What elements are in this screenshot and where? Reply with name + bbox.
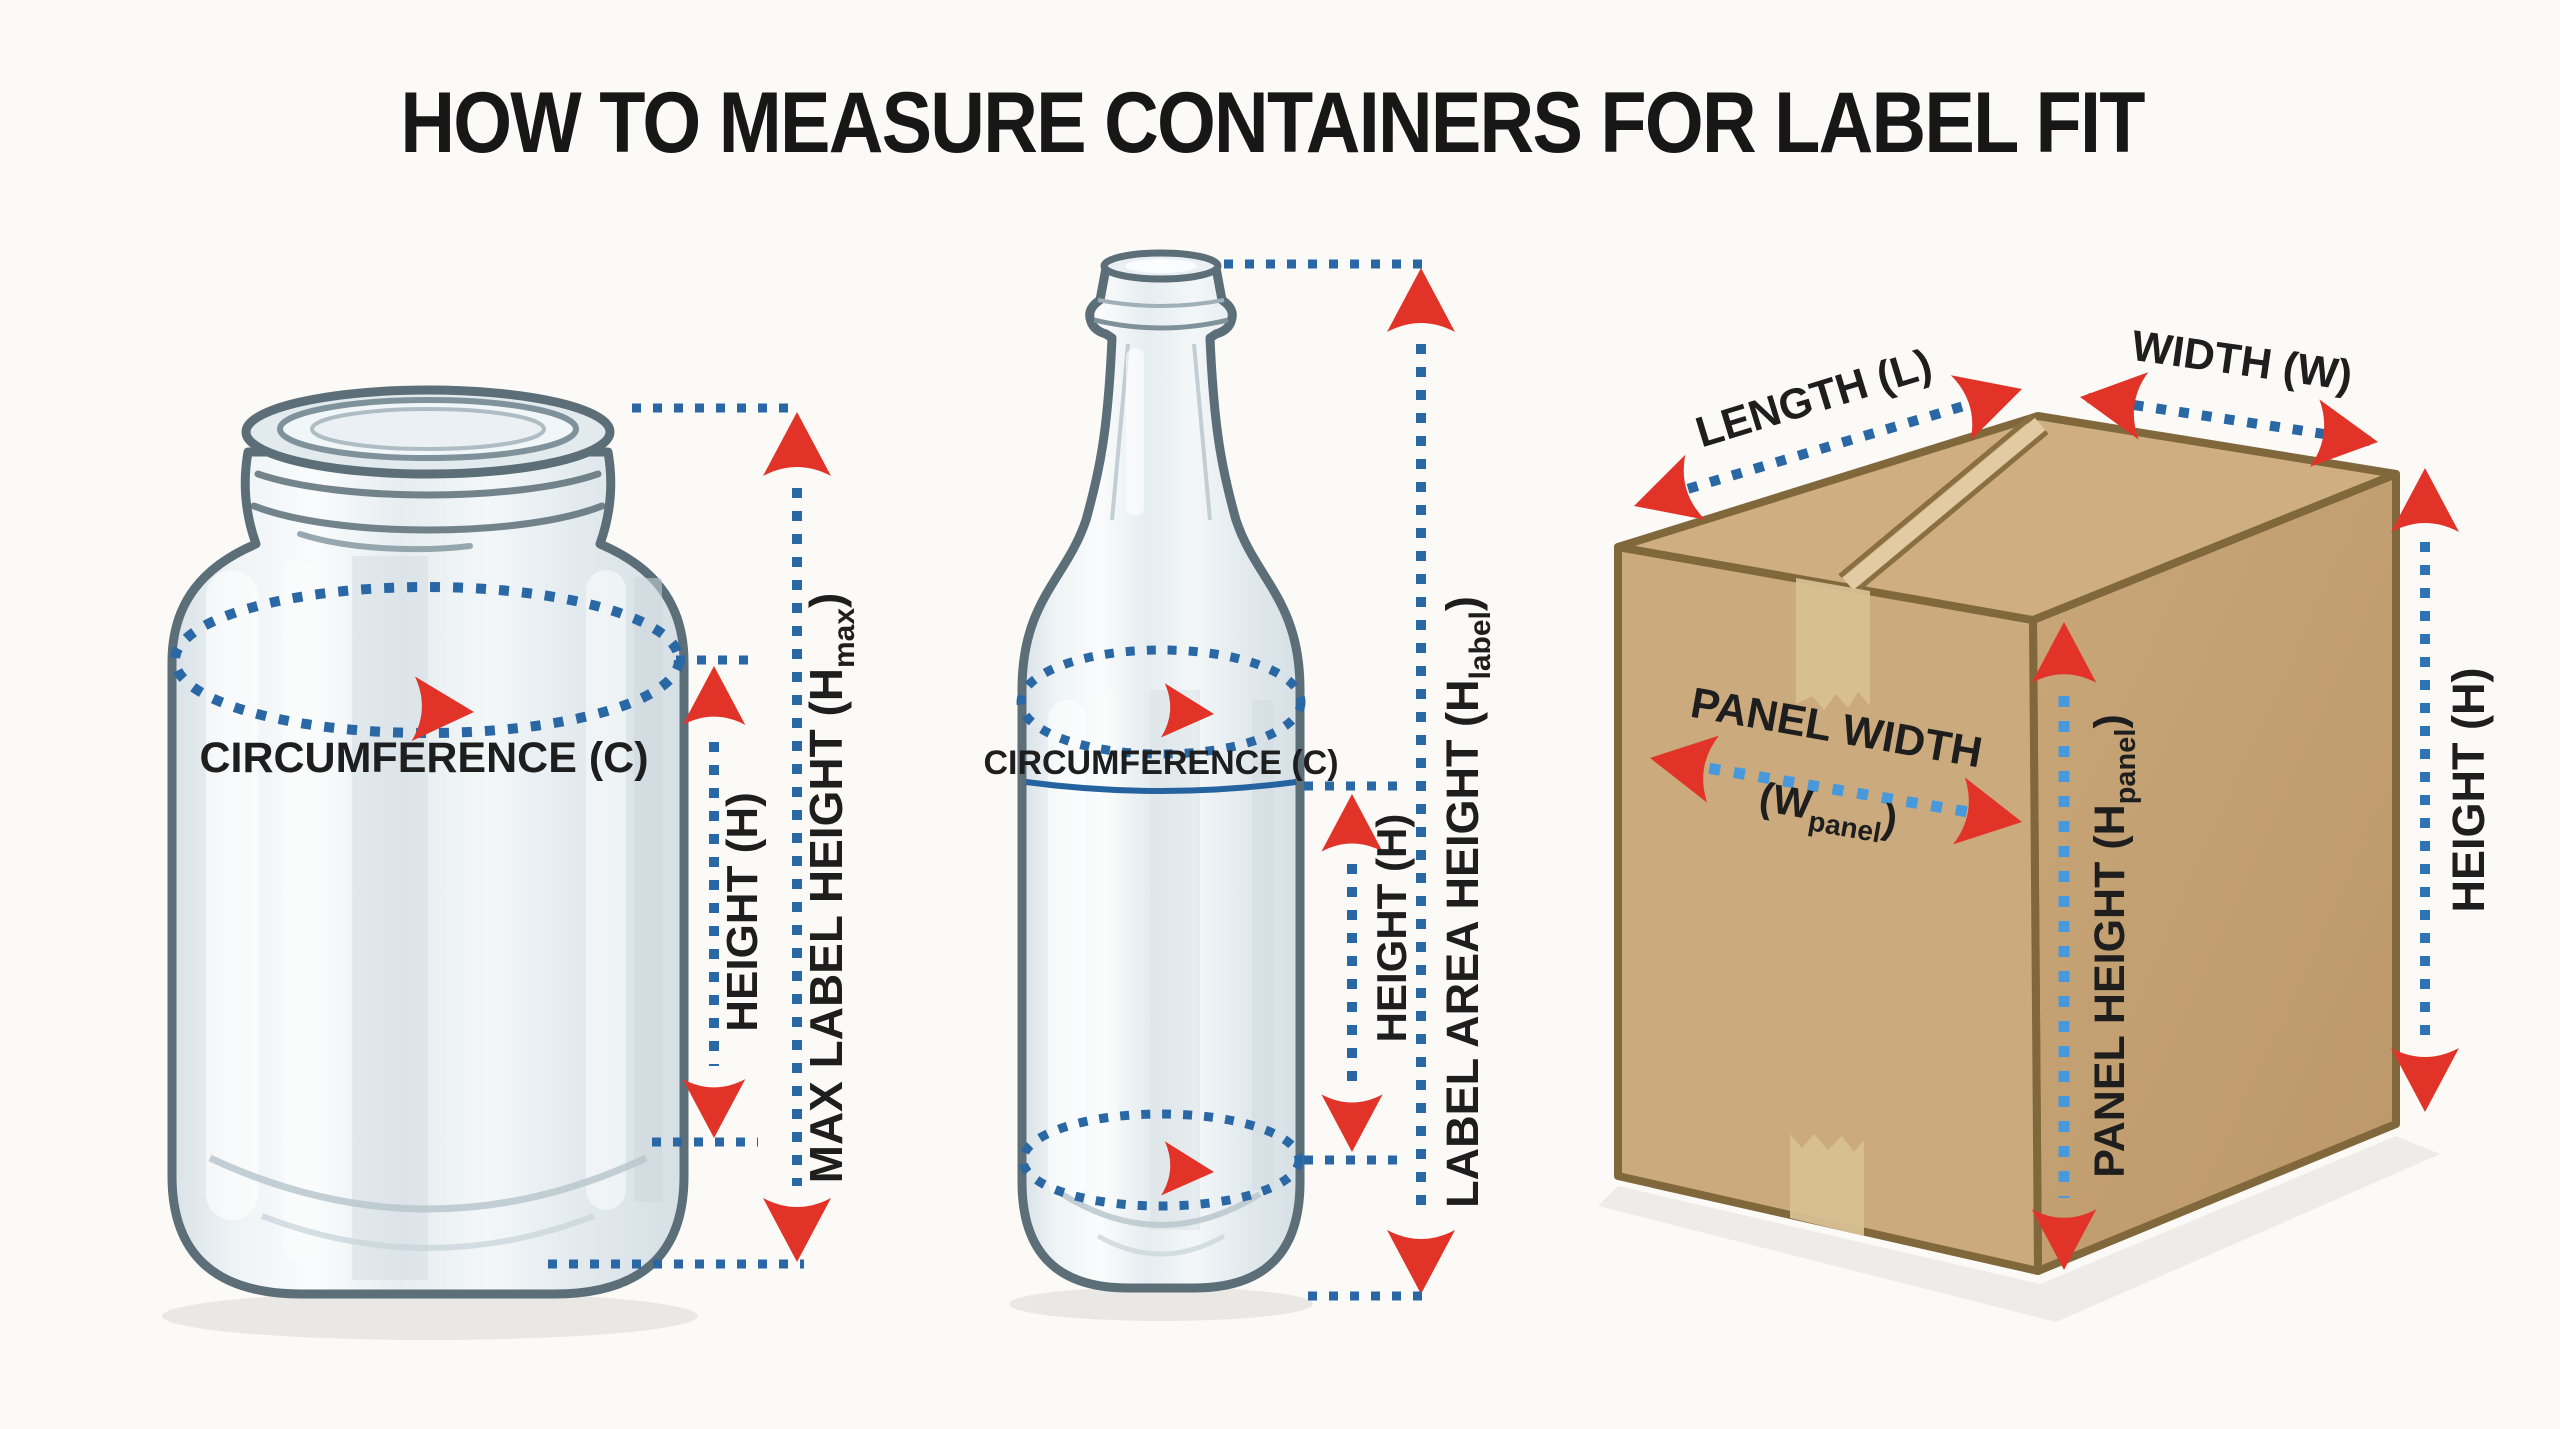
bottle-shadow [1009,1287,1313,1321]
bottle-label-edge-line [1025,779,1297,794]
jar-max-label-height-dimension: MAX LABEL HEIGHT (Hmax) [548,403,861,1269]
jar-height-label: HEIGHT (H) [718,792,767,1032]
bottle-circumference-ellipse [1016,645,1306,759]
jar-shade-center [352,556,428,1280]
jar-thread-1 [254,470,602,499]
jar-highlight-left-2 [282,560,312,1260]
box-group: LENGTH (L) WIDTH (W) HEIGHT (H) PANEL WI… [1598,322,2494,1322]
jar-shade-right [634,578,662,1202]
page-title: HOW TO MEASURE CONTAINERS FOR LABEL FIT [400,76,2145,172]
bottle-bottom-circumference-ellipse [1018,1109,1304,1211]
bottle-body [1017,263,1305,1293]
bottle-bottom-inner-arc [1060,1191,1262,1228]
box-tape-front-top [1796,578,1870,710]
box-shadow [1598,1136,2440,1322]
jar-highlight-right [586,570,626,1210]
box-panel-height-label: PANEL HEIGHT (Hpanel) [2086,714,2142,1178]
bottle-shade-center [1150,690,1200,1230]
bottle-bottom-inner-arc-2 [1096,1233,1226,1257]
bottle-circumference-dimension: CIRCUMFERENCE (C) [983,645,1339,1211]
jar-group: CIRCUMFERENCE (C) HEIGHT (H) MAX LABEL H… [162,385,861,1340]
bottle-highlight-left-2 [1098,690,1118,1210]
bottle-height-dimension: HEIGHT (H) [1304,781,1415,1165]
box-height-label: HEIGHT (H) [2443,668,2494,913]
bottle-collar-line [1093,317,1229,331]
box-panel-height-dimension: PANEL HEIGHT (Hpanel) [2031,622,2142,1270]
box-top-face [1614,412,2400,624]
jar-shadow [162,1292,698,1340]
bottle-height-label: HEIGHT (H) [1368,814,1415,1043]
jar-thread-2 [250,502,606,534]
box-width-line [2087,393,2371,446]
box-panel-width-line [1659,754,2011,825]
bottle-lip-opening [1125,259,1197,273]
bottle-label-area-label: LABEL AREA HEIGHT (Hlabel) [1437,596,1497,1208]
box-length-line [1642,386,2016,507]
jar-thread-3 [297,531,473,553]
bottle-lip-line [1097,298,1225,308]
box-height-dimension: HEIGHT (H) [2391,468,2494,1112]
bottle-label-area-dimension: LABEL AREA HEIGHT (Hlabel) [1224,259,1497,1301]
bottle-neck-highlight [1126,348,1144,516]
bottle-highlight-left [1048,700,1086,1200]
bottle-circumference-label: CIRCUMFERENCE (C) [983,744,1338,782]
jar-mouth [310,407,546,451]
jar-bottom-inner-arc-2 [260,1213,596,1251]
bottle-neck-inner-right [1192,343,1212,521]
box-seam-edge-1 [1853,430,2049,594]
box-tape-seam [1842,417,2046,591]
bottle-shade-right [1252,700,1274,1190]
jar-highlight-left [206,570,258,1220]
box-tape-front-bottom [1790,1134,1864,1236]
jar-circumference-label: CIRCUMFERENCE (C) [199,734,648,782]
bottle-neck-inner-left [1110,343,1130,521]
box-seam-edge-2 [1838,414,2034,578]
jar-bottom-inner-arc [208,1154,648,1213]
bottle-group: CIRCUMFERENCE (C) HEIGHT (H) LABEL AREA … [983,249,1497,1321]
jar-height-dimension: HEIGHT (H) [652,655,767,1147]
jar-max-label: MAX LABEL HEIGHT (Hmax) [800,593,861,1184]
